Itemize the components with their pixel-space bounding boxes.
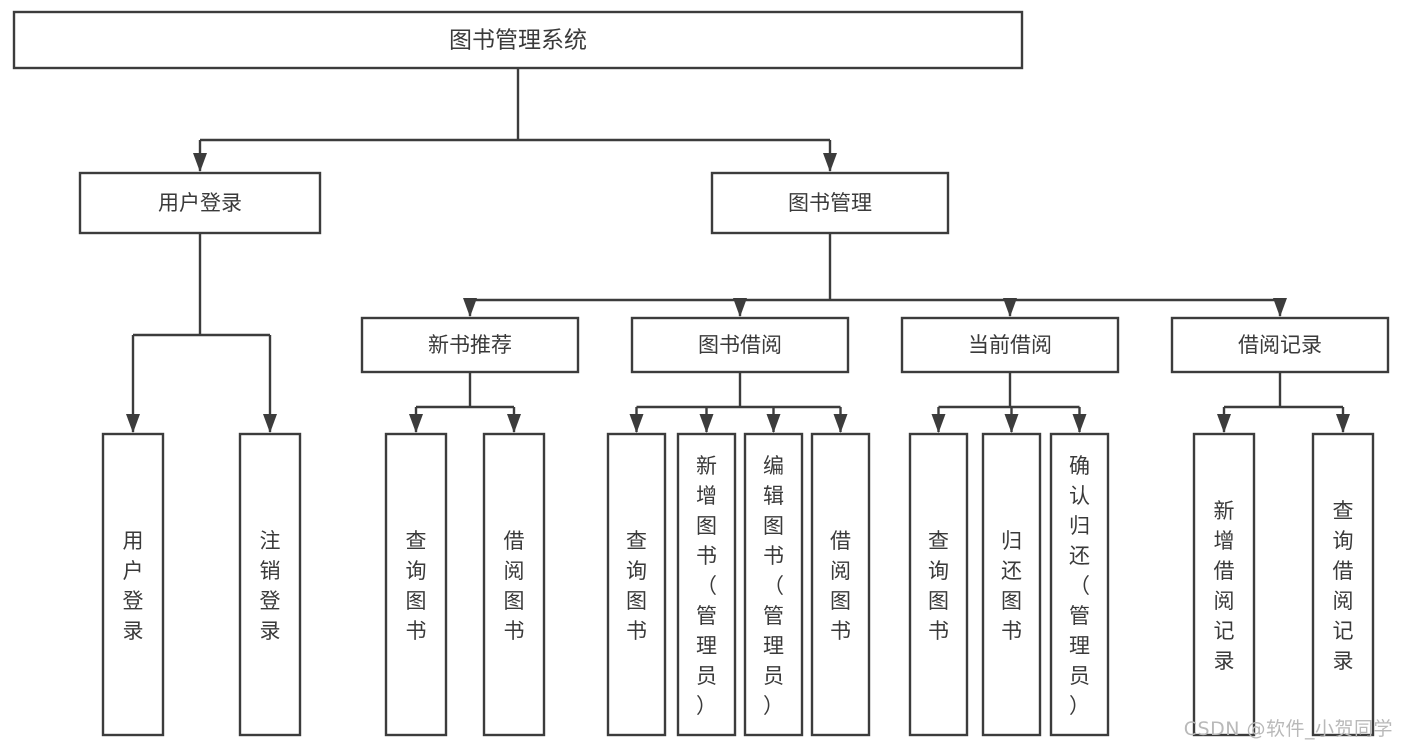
arrow-head-icon-leaf-1-3 — [833, 414, 848, 433]
node-leaf-12-label: 查询借阅记录 — [1333, 499, 1354, 673]
node-leaf-2[interactable]: 查询图书 — [384, 432, 448, 737]
node-leaf-11-label: 新增借阅记录 — [1214, 499, 1235, 673]
arrow-head-icon-level2-1 — [823, 153, 837, 172]
arrow-head-icon-level2-0 — [193, 153, 207, 172]
arrow-head-icon-level3-0 — [463, 298, 477, 317]
arrow-head-icon-leaf-1-1 — [699, 414, 714, 433]
node-leaf-3-label: 借阅图书 — [504, 529, 525, 643]
node-leaf-9-label: 归还图书 — [1001, 529, 1022, 643]
node-leaf-1-rect[interactable] — [238, 432, 302, 737]
node-leaf-8[interactable]: 查询图书 — [908, 432, 969, 737]
node-leaf-11-rect[interactable] — [1192, 432, 1256, 737]
arrow-head-icon-leaf-2-2 — [1072, 414, 1087, 433]
node-level3-0[interactable]: 新书推荐 — [360, 316, 580, 374]
node-leaf-6-label: 编辑图书（管理员） — [763, 454, 784, 718]
node-leaf-4[interactable]: 查询图书 — [606, 432, 667, 737]
node-level2-1[interactable]: 图书管理 — [710, 171, 950, 235]
node-leaf-0[interactable]: 用户登录 — [101, 432, 165, 737]
node-level3-2[interactable]: 当前借阅 — [900, 316, 1120, 374]
node-leaf-2-label: 查询图书 — [406, 529, 427, 643]
node-leaf-7-label: 借阅图书 — [830, 529, 851, 643]
node-leaf-4-label: 查询图书 — [626, 529, 647, 643]
node-leaf-9-rect[interactable] — [981, 432, 1042, 737]
arrow-head-icon-login-leaf-0 — [126, 414, 140, 433]
node-level3-2-rect[interactable] — [900, 316, 1120, 374]
arrow-head-icon-leaf-3-0 — [1217, 414, 1231, 433]
node-leaf-1-label: 注销登录 — [260, 529, 281, 643]
node-level2-1-rect[interactable] — [710, 171, 950, 235]
node-level2-0-rect[interactable] — [78, 171, 322, 235]
node-leaf-2-rect[interactable] — [384, 432, 448, 737]
node-level3-3-label: 借阅记录 — [1238, 333, 1322, 357]
node-leaf-6-rect[interactable] — [743, 432, 804, 737]
node-level3-3[interactable]: 借阅记录 — [1170, 316, 1390, 374]
node-leaf-8-label: 查询图书 — [928, 529, 949, 643]
arrow-head-icon-level3-2 — [1003, 298, 1017, 317]
node-leaf-10-rect[interactable] — [1049, 432, 1110, 737]
arrow-head-icon-leaf-0-0 — [409, 414, 423, 433]
node-level3-0-label: 新书推荐 — [428, 333, 512, 357]
node-level3-2-label: 当前借阅 — [968, 333, 1052, 357]
node-level2-1-label: 图书管理 — [788, 191, 872, 215]
node-root-rect[interactable] — [12, 10, 1024, 70]
arrow-head-icon-leaf-1-2 — [766, 414, 781, 433]
node-leaf-11[interactable]: 新增借阅记录 — [1192, 432, 1256, 737]
node-level3-0-rect[interactable] — [360, 316, 580, 374]
arrow-head-icon-leaf-2-1 — [1004, 414, 1019, 433]
node-leaf-1[interactable]: 注销登录 — [238, 432, 302, 737]
node-root[interactable]: 图书管理系统 — [12, 10, 1024, 70]
node-level3-1-label: 图书借阅 — [698, 333, 782, 357]
node-level2-0[interactable]: 用户登录 — [78, 171, 322, 235]
node-leaf-12[interactable]: 查询借阅记录 — [1311, 432, 1375, 737]
arrow-head-icon-level3-1 — [733, 298, 747, 317]
node-leaf-5-label: 新增图书（管理员） — [696, 454, 717, 718]
arrow-head-icon-login-leaf-1 — [263, 414, 277, 433]
node-leaf-7[interactable]: 借阅图书 — [810, 432, 871, 737]
node-leaf-3-rect[interactable] — [482, 432, 546, 737]
arrow-head-icon-leaf-3-1 — [1336, 414, 1350, 433]
arrow-head-icon-leaf-1-0 — [629, 414, 644, 433]
node-leaf-0-label: 用户登录 — [123, 529, 144, 643]
node-root-label: 图书管理系统 — [449, 28, 587, 54]
node-leaf-5[interactable]: 新增图书（管理员） — [676, 432, 737, 737]
node-leaf-10[interactable]: 确认归还（管理员） — [1049, 432, 1110, 737]
node-leaf-12-rect[interactable] — [1311, 432, 1375, 737]
node-leaf-6[interactable]: 编辑图书（管理员） — [743, 432, 804, 737]
node-level3-1[interactable]: 图书借阅 — [630, 316, 850, 374]
node-leaf-8-rect[interactable] — [908, 432, 969, 737]
node-leaf-3[interactable]: 借阅图书 — [482, 432, 546, 737]
node-level3-3-rect[interactable] — [1170, 316, 1390, 374]
node-level3-1-rect[interactable] — [630, 316, 850, 374]
node-leaf-0-rect[interactable] — [101, 432, 165, 737]
node-leaf-5-rect[interactable] — [676, 432, 737, 737]
arrow-head-icon-leaf-2-0 — [931, 414, 946, 433]
arrow-head-icon-leaf-0-1 — [507, 414, 521, 433]
arrow-head-icon-level3-3 — [1273, 298, 1287, 317]
node-leaf-10-label: 确认归还（管理员） — [1069, 454, 1090, 718]
node-leaf-4-rect[interactable] — [606, 432, 667, 737]
node-level2-0-label: 用户登录 — [158, 191, 242, 215]
node-leaf-7-rect[interactable] — [810, 432, 871, 737]
node-leaf-9[interactable]: 归还图书 — [981, 432, 1042, 737]
